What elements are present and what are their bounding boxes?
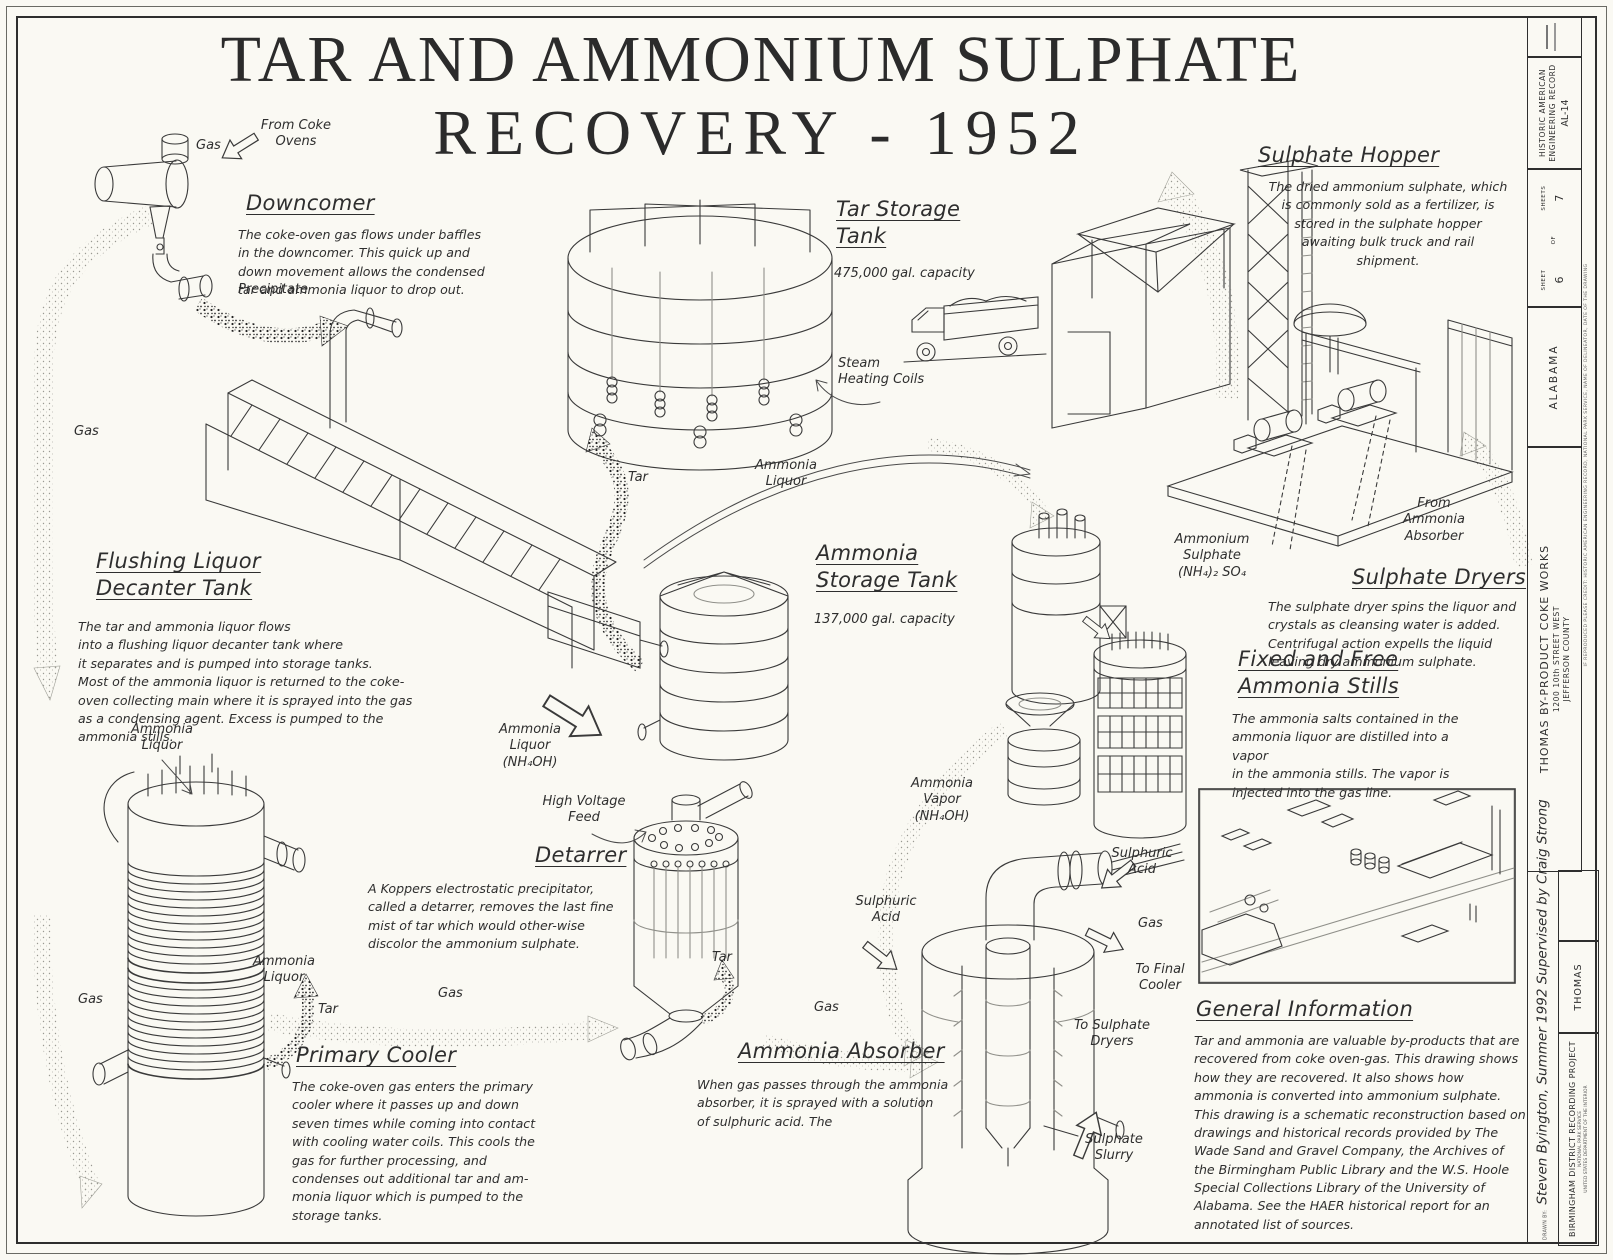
label-from-ammonia-absorber: From Ammonia Absorber bbox=[1403, 496, 1465, 544]
stills-body: The ammonia salts contained in the ammon… bbox=[1232, 711, 1459, 800]
record-name-line2: ENGINEERING RECORD bbox=[1547, 64, 1557, 162]
delineator-name: Steven Byington, Summer 1992 Supervised … bbox=[1534, 799, 1551, 1205]
record-number: AL-14 bbox=[1559, 99, 1571, 127]
downcomer-body: The coke-oven gas flows under baffles in… bbox=[238, 227, 485, 298]
site-address: 1200 10th STREET WEST bbox=[1551, 605, 1561, 713]
label-ammonia-liquor-from-cooler: Ammonia Liquor bbox=[253, 954, 315, 986]
label-steam-heating-coils: Steam Heating Coils bbox=[838, 356, 925, 388]
general-info-heading: General Information bbox=[1196, 997, 1414, 1021]
tar-tank-capacity: 475,000 gal. capacity bbox=[834, 266, 975, 281]
decanter-tank-drawing bbox=[205, 307, 669, 669]
label-gas-to-absorber: Gas bbox=[814, 1000, 839, 1015]
label-to-final-cooler: To Final Cooler bbox=[1135, 962, 1185, 994]
spare-box bbox=[1558, 870, 1599, 942]
absorber-heading: Ammonia Absorber bbox=[738, 1039, 945, 1063]
dryers-heading: Sulphate Dryers bbox=[1352, 565, 1527, 589]
label-ammonium-sulphate-formula: Ammonium Sulphate (NH₄)₂ SO₄ bbox=[1174, 532, 1250, 580]
label-sulphuric-acid-right: Sulphuric Acid bbox=[1111, 846, 1173, 878]
ammonia-tank-capacity: 137,000 gal. capacity bbox=[814, 612, 955, 627]
sheet-title-line1: TAR AND AMMONIUM SULPHATE bbox=[220, 23, 1302, 96]
decanter-body: The tar and ammonia liquor flows into a … bbox=[78, 619, 413, 745]
decanter-heading: Flushing Liquor Decanter Tank bbox=[96, 549, 261, 601]
label-tar-from-cooler: Tar bbox=[318, 1002, 338, 1017]
project-name: BIRMINGHAM DISTRICT RECORDING PROJECT bbox=[1567, 1041, 1577, 1237]
plant-overview-inset bbox=[1198, 788, 1516, 984]
ammonia-tank-heading: Ammonia Storage Tank bbox=[816, 541, 958, 593]
site-name-box: THOMAS BY-PRODUCT COKE WORKS 1200 10th S… bbox=[1527, 446, 1582, 872]
sulphate-dryers-drawing bbox=[1166, 303, 1514, 551]
tar-storage-tank-drawing bbox=[567, 199, 833, 471]
project-department: UNITED STATES DEPARTMENT OF THE INTERIOR bbox=[1583, 1085, 1589, 1193]
hopper-body: The dried ammonium sulphate, which is co… bbox=[1268, 179, 1508, 268]
downcomer-drawing bbox=[94, 133, 213, 302]
general-info-body: Tar and ammonia are valuable by-products… bbox=[1194, 1033, 1526, 1232]
hopper-heading: Sulphate Hopper bbox=[1258, 143, 1440, 167]
label-to-sulphate-dryers: To Sulphate Dryers bbox=[1073, 1018, 1151, 1050]
outline-arrows bbox=[221, 132, 1137, 1160]
reproduction-credit-note: IF REPRODUCED PLEASE CREDIT: HISTORIC AM… bbox=[1584, 263, 1590, 667]
index-number-box bbox=[1527, 16, 1582, 58]
label-sulphate-slurry: Sulphate Slurry bbox=[1085, 1132, 1143, 1164]
label-high-voltage-feed: High Voltage Feed bbox=[542, 794, 626, 826]
tar-tank-heading: Tar Storage Tank bbox=[836, 197, 961, 249]
project-box: BIRMINGHAM DISTRICT RECORDING PROJECT NA… bbox=[1558, 1032, 1599, 1246]
tar-flow-bands bbox=[193, 297, 735, 1070]
label-precipitate: Precipitate bbox=[238, 282, 308, 297]
label-tar-from-detarrer: Tar bbox=[712, 950, 732, 965]
label-ammonia-vapor: Ammonia Vapor (NH₄OH) bbox=[911, 776, 973, 824]
reproduction-credit-strip: IF REPRODUCED PLEASE CREDIT: HISTORIC AM… bbox=[1578, 60, 1596, 870]
cooler-heading: Primary Cooler bbox=[296, 1043, 457, 1067]
sheet-label: SHEET bbox=[1540, 269, 1547, 291]
sheet-number: 6 bbox=[1552, 276, 1566, 284]
drawn-by-label: DRAWN BY: bbox=[1543, 1209, 1549, 1240]
primary-cooler-drawing bbox=[92, 753, 306, 1217]
absorber-body: When gas passes through the ammonia abso… bbox=[697, 1077, 949, 1129]
label-ammonia-liquor-cooler-top: Ammonia Liquor bbox=[131, 722, 193, 754]
liquor-flow-lines bbox=[161, 379, 1031, 844]
gas-flow-bands bbox=[32, 171, 1533, 1209]
label-gas-cooler-left: Gas bbox=[78, 992, 103, 1007]
label-tar-to-storage: Tar bbox=[628, 470, 648, 485]
cooler-body: The coke-oven gas enters the primary coo… bbox=[292, 1079, 536, 1223]
label-gas-from-absorber: Gas bbox=[1138, 916, 1163, 931]
state-box: ALABAMA bbox=[1527, 306, 1582, 448]
label-gas-left: Gas bbox=[74, 424, 99, 439]
stills-heading: Fixed and Free Ammonia Stills bbox=[1238, 647, 1400, 699]
label-gas-to-detarrer: Gas bbox=[438, 986, 463, 1001]
sheet-title-line2: RECOVERY - 1952 bbox=[433, 97, 1089, 168]
sulphate-hopper-drawing bbox=[903, 159, 1319, 429]
site-short-name-box: THOMAS bbox=[1558, 940, 1599, 1034]
detarrer-heading: Detarrer bbox=[535, 843, 627, 867]
delineator-strip: DRAWN BY: Steven Byington, Summer 1992 S… bbox=[1527, 799, 1557, 1244]
project-agency: NATIONAL PARK SERVICE bbox=[1577, 1110, 1583, 1168]
dryers-body: The sulphate dryer spins the liquor and … bbox=[1268, 599, 1517, 670]
ammonia-storage-tank-drawing bbox=[637, 571, 789, 761]
sheets-label: SHEETS bbox=[1540, 185, 1547, 211]
ammonia-stills-drawing bbox=[1005, 508, 1187, 839]
label-sulphuric-acid-left: Sulphuric Acid bbox=[855, 894, 917, 926]
state-name: ALABAMA bbox=[1547, 344, 1560, 410]
label-from-coke-ovens: From Coke Ovens bbox=[260, 118, 332, 150]
detarrer-drawing bbox=[620, 781, 753, 1061]
label-ammonia-liquor-mid: Ammonia Liquor bbox=[755, 458, 817, 490]
of-label: OF bbox=[1550, 235, 1557, 245]
site-short-name: THOMAS bbox=[1572, 963, 1584, 1011]
detarrer-body: A Koppers electrostatic precipitator, ca… bbox=[368, 881, 614, 952]
record-name-line1: HISTORIC AMERICAN bbox=[1537, 68, 1547, 158]
site-county: JEFFERSON COUNTY bbox=[1561, 616, 1571, 702]
label-gas-from-ovens: Gas bbox=[196, 138, 221, 153]
sheet-number-box: SHEET 6 OF SHEETS 7 bbox=[1527, 168, 1582, 308]
label-ammonia-liquor-nh4oh: Ammonia Liquor (NH₄OH) bbox=[499, 722, 561, 770]
downcomer-heading: Downcomer bbox=[246, 191, 375, 215]
haer-record-box: HISTORIC AMERICAN ENGINEERING RECORD AL-… bbox=[1527, 56, 1582, 170]
sheets-total: 7 bbox=[1552, 194, 1566, 202]
